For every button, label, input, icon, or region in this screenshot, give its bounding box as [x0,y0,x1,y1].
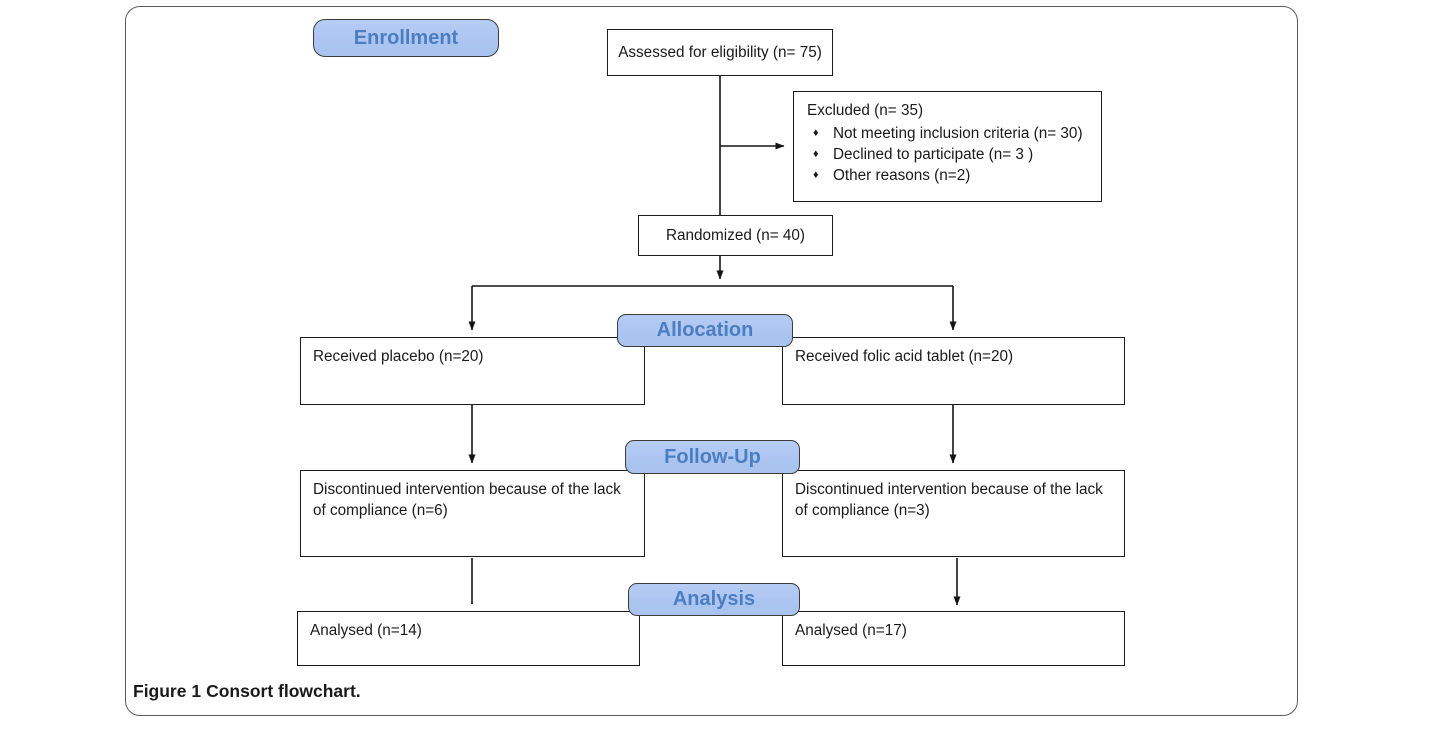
excluded-item-text: Declined to participate (n= 3 ) [833,146,1034,163]
excluded-item-text: Not meeting inclusion criteria (n= 30) [833,125,1083,142]
analysis-stage-label: Analysis [628,583,800,616]
figure-caption-label: Figure 1 [133,681,202,701]
analysed-folic-acid-box: Analysed (n=17) [782,611,1125,666]
received-folic-acid-box: Received folic acid tablet (n=20) [782,337,1125,405]
excluded-item: ♦ Not meeting inclusion criteria (n= 30) [813,123,1091,144]
enrollment-stage-label: Enrollment [313,19,499,57]
assessed-eligibility-box: Assessed for eligibility (n= 75) [607,29,833,76]
excluded-item: ♦ Declined to participate (n= 3 ) [813,144,1091,165]
randomized-box: Randomized (n= 40) [638,215,833,256]
followup-stage-label: Follow-Up [625,440,800,474]
discontinued-folic-acid-box: Discontinued intervention because of the… [782,470,1125,557]
received-placebo-box: Received placebo (n=20) [300,337,645,405]
discontinued-placebo-box: Discontinued intervention because of the… [300,470,645,557]
excluded-item-text: Other reasons (n=2) [833,167,971,184]
excluded-title: Excluded (n= 35) [807,102,924,119]
diamond-bullet-icon: ♦ [813,127,819,139]
allocation-stage-label: Allocation [617,314,793,347]
diamond-bullet-icon: ♦ [813,148,819,160]
figure-caption-text: Consort flowchart. [206,681,361,701]
excluded-item: ♦ Other reasons (n=2) [813,165,1091,186]
diamond-bullet-icon: ♦ [813,169,819,181]
excluded-box: Excluded (n= 35) ♦ Not meeting inclusion… [793,91,1102,202]
analysed-placebo-box: Analysed (n=14) [297,611,640,666]
